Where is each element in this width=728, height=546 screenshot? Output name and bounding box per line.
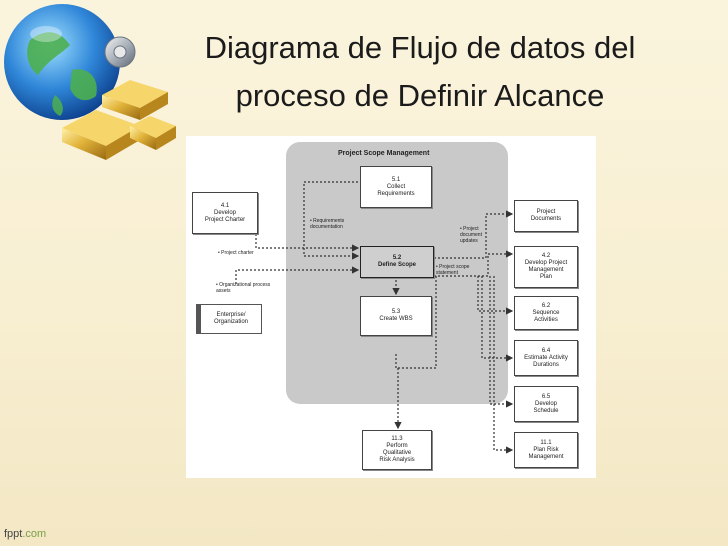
process-label: Collect <box>386 183 406 190</box>
process-label: Plan Risk <box>533 446 559 453</box>
process-label: Plan <box>539 274 552 280</box>
flow-project-document-updates: • Project document updates <box>460 226 482 244</box>
process-label: Management <box>528 453 564 460</box>
process-label: Management <box>528 267 564 273</box>
doc-project-documents: Project Documents <box>514 200 578 232</box>
process-create-wbs: 5.3 Create WBS <box>360 296 432 336</box>
globe-and-gold-bars-image <box>4 4 176 160</box>
process-number: 4.1 <box>220 202 230 209</box>
doc-label: Project <box>536 209 556 215</box>
process-label: Develop <box>213 209 236 216</box>
process-label: Risk Analysis <box>379 457 415 463</box>
process-label: Develop Project <box>524 260 568 266</box>
process-label: Activities <box>534 316 558 323</box>
process-develop-project-management-plan: 4.2 Develop Project Management Plan <box>514 246 578 288</box>
process-label: Qualitative <box>382 450 412 456</box>
entity-label: Enterprise/ <box>216 312 246 318</box>
process-label: Durations <box>533 361 559 368</box>
flow-project-scope-statement: • Project scope statement <box>436 264 470 276</box>
process-label: Develop <box>534 400 557 407</box>
process-develop-project-charter: 4.1 Develop Project Charter <box>192 192 258 234</box>
panel-title: Project Scope Management <box>338 150 430 157</box>
footer-brand: fppt.com <box>4 528 46 540</box>
process-sequence-activities: 6.2 Sequence Activities <box>514 296 578 330</box>
process-collect-requirements: 5.1 Collect Requirements <box>360 166 432 208</box>
process-number: 6.5 <box>541 393 551 400</box>
process-label: Requirements <box>377 190 415 197</box>
external-enterprise-organization: Enterprise/ Organization <box>196 304 262 334</box>
process-estimate-activity-durations: 6.4 Estimate Activity Durations <box>514 340 578 376</box>
process-label: Sequence <box>532 309 560 316</box>
process-number: 11.3 <box>391 436 403 442</box>
process-number: 4.2 <box>541 253 551 259</box>
process-develop-schedule: 6.5 Develop Schedule <box>514 386 578 422</box>
slide-title-line-1: Diagrama de Flujo de datos del <box>204 30 636 65</box>
data-flow-diagram: Project Scope Management 5.1 Collect Req… <box>186 136 596 478</box>
footer-brand-domain: .com <box>22 528 47 540</box>
slide-title-line-2: proceso de Definir Alcance <box>235 78 605 113</box>
process-number: 6.4 <box>541 347 551 354</box>
process-define-scope: 5.2 Define Scope <box>360 246 434 278</box>
process-label: Define Scope <box>377 262 416 268</box>
flow-requirements-documentation: • Requirements documentation <box>310 218 345 230</box>
process-label: Estimate Activity <box>524 354 568 361</box>
flow-organizational-process-assets: • Organizational process assets <box>216 282 271 294</box>
process-perform-qualitative-risk-analysis: 11.3 Perform Qualitative Risk Analysis <box>362 430 432 470</box>
flow-project-charter: • Project charter <box>218 250 254 256</box>
footer-brand-name: fppt <box>4 528 23 540</box>
process-label: Schedule <box>533 407 559 414</box>
process-number: 5.1 <box>391 176 401 183</box>
process-plan-risk-management: 11.1 Plan Risk Management <box>514 432 578 468</box>
process-label: Project Charter <box>204 216 246 223</box>
entity-label: Organization <box>213 319 249 325</box>
process-label: Perform <box>386 443 408 449</box>
process-number: 6.2 <box>541 302 551 309</box>
process-number: 5.3 <box>391 309 401 315</box>
doc-label: Documents <box>530 216 562 222</box>
process-number: 11.1 <box>540 439 552 446</box>
process-label: Create WBS <box>379 316 413 322</box>
process-number: 5.2 <box>392 255 402 261</box>
